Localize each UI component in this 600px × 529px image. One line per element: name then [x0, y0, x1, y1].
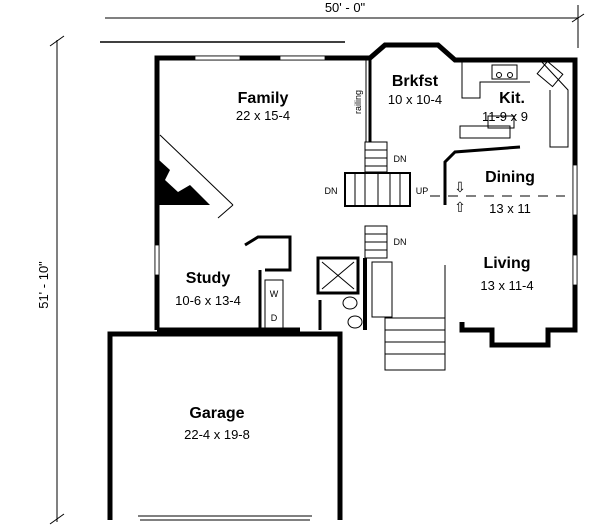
room-kit-size: 11-9 x 9: [482, 109, 528, 124]
fireplace: [159, 160, 210, 205]
arrow-up-icon: ⇧: [454, 199, 466, 215]
fireplace-hearth: [159, 134, 234, 206]
room-garage-name: Garage: [189, 405, 244, 422]
room-garage-size: 22-4 x 19-8: [184, 427, 250, 442]
width-dimension: 50' - 0": [325, 0, 366, 15]
stair-dn-label-1: DN: [394, 154, 407, 164]
washer-label: W: [270, 289, 279, 299]
dimension-lines: [49, 5, 585, 525]
room-study-size: 10-6 x 13-4: [175, 293, 241, 308]
railing-label: railing: [353, 90, 363, 114]
stairs: [344, 141, 446, 371]
kitchen-counters: [459, 59, 569, 148]
room-kit-name: Kit.: [499, 90, 525, 107]
room-brkfst-name: Brkfst: [392, 73, 439, 90]
room-dining-name: Dining: [485, 169, 535, 186]
windows: [154, 55, 578, 286]
dryer-label: D: [271, 313, 278, 323]
stair-dn-label-3: DN: [394, 237, 407, 247]
stair-dn-label-2: DN: [325, 186, 338, 196]
arrow-down-icon: ⇩: [454, 179, 466, 195]
room-living-size: 13 x 11-4: [480, 278, 533, 293]
room-brkfst-size: 10 x 10-4: [388, 92, 442, 107]
interior-walls: [244, 60, 521, 330]
stair-up-label: UP: [416, 186, 429, 196]
room-study-name: Study: [186, 270, 231, 287]
room-dining-size: 13 x 11: [489, 201, 531, 216]
room-living-name: Living: [483, 255, 530, 272]
room-family-size: 22 x 15-4: [236, 108, 290, 123]
depth-dimension: 51' - 10": [36, 261, 51, 309]
room-family-name: Family: [238, 90, 289, 107]
